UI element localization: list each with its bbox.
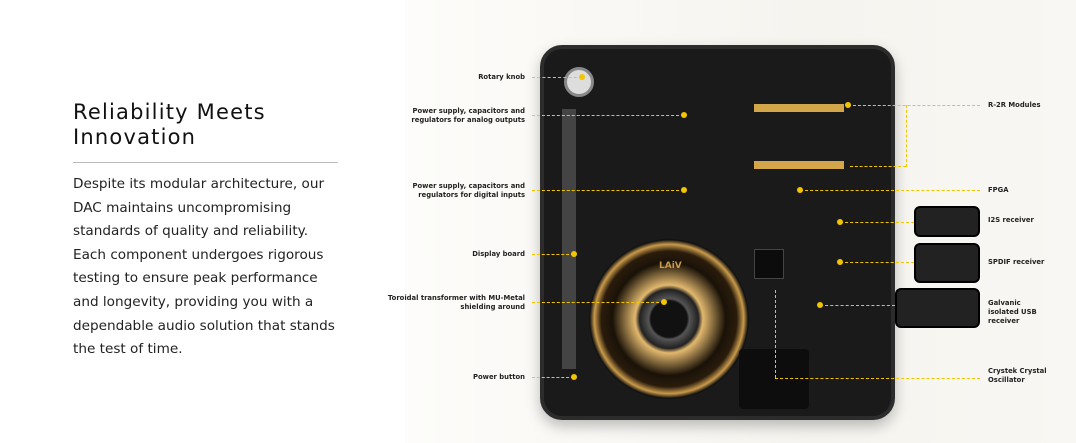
callout-dot xyxy=(681,112,687,118)
display-board xyxy=(562,109,576,369)
label-spdif: SPDIF receiver xyxy=(988,258,1045,266)
callout-line xyxy=(775,290,776,378)
callout-line xyxy=(820,305,895,306)
label-toroidal: Toroidal transformer with MU-Metal shiel… xyxy=(387,294,525,311)
device-logo: LAiV xyxy=(659,261,682,271)
r2r-module xyxy=(754,161,844,169)
toroidal-transformer xyxy=(589,239,749,399)
dac-internals-image: LAiV xyxy=(540,45,895,420)
label-r2r-modules: R-2R Modules xyxy=(988,101,1041,109)
callout-line xyxy=(848,105,980,106)
power-button xyxy=(739,349,809,409)
label-fpga: FPGA xyxy=(988,186,1009,194)
callout-line xyxy=(532,77,582,78)
text-section: Reliability Meets Innovation Despite its… xyxy=(73,100,338,362)
callout-dot xyxy=(837,259,843,265)
label-crystek: Crystek Crystal Oscillator xyxy=(988,367,1047,384)
callout-line xyxy=(800,190,980,191)
callout-line xyxy=(532,190,684,191)
label-ps-analog: Power supply, capacitors and regulators … xyxy=(411,107,525,124)
callout-line xyxy=(532,302,664,303)
callout-dot xyxy=(571,251,577,257)
callout-dot xyxy=(845,102,851,108)
fpga-chip xyxy=(754,249,784,279)
callout-line xyxy=(532,377,574,378)
label-ps-digital: Power supply, capacitors and regulators … xyxy=(412,182,525,199)
label-display-board: Display board xyxy=(472,250,525,258)
label-i2s: I2S receiver xyxy=(988,216,1034,224)
rotary-knob xyxy=(564,67,594,97)
callout-dot xyxy=(661,299,667,305)
callout-line xyxy=(906,105,907,167)
section-body: Despite its modular architecture, our DA… xyxy=(73,176,335,358)
callout-line xyxy=(775,378,980,379)
i2s-receiver-thumb xyxy=(914,206,980,237)
label-usb: Galvanic isolated USB receiver xyxy=(988,299,1037,325)
callout-line xyxy=(532,254,574,255)
label-power-button: Power button xyxy=(473,373,525,381)
spdif-receiver-thumb xyxy=(914,243,980,283)
callout-line xyxy=(840,222,914,223)
callout-line xyxy=(850,166,906,167)
callout-dot xyxy=(571,374,577,380)
divider xyxy=(73,162,338,163)
callout-dot xyxy=(837,219,843,225)
label-rotary-knob: Rotary knob xyxy=(478,73,525,81)
callout-dot xyxy=(817,302,823,308)
callout-dot xyxy=(797,187,803,193)
callout-dot xyxy=(681,187,687,193)
usb-receiver-thumb xyxy=(895,288,980,328)
callout-line xyxy=(840,262,914,263)
callout-line xyxy=(532,115,684,116)
callout-dot xyxy=(579,74,585,80)
r2r-module xyxy=(754,104,844,112)
section-title: Reliability Meets Innovation xyxy=(73,100,266,149)
